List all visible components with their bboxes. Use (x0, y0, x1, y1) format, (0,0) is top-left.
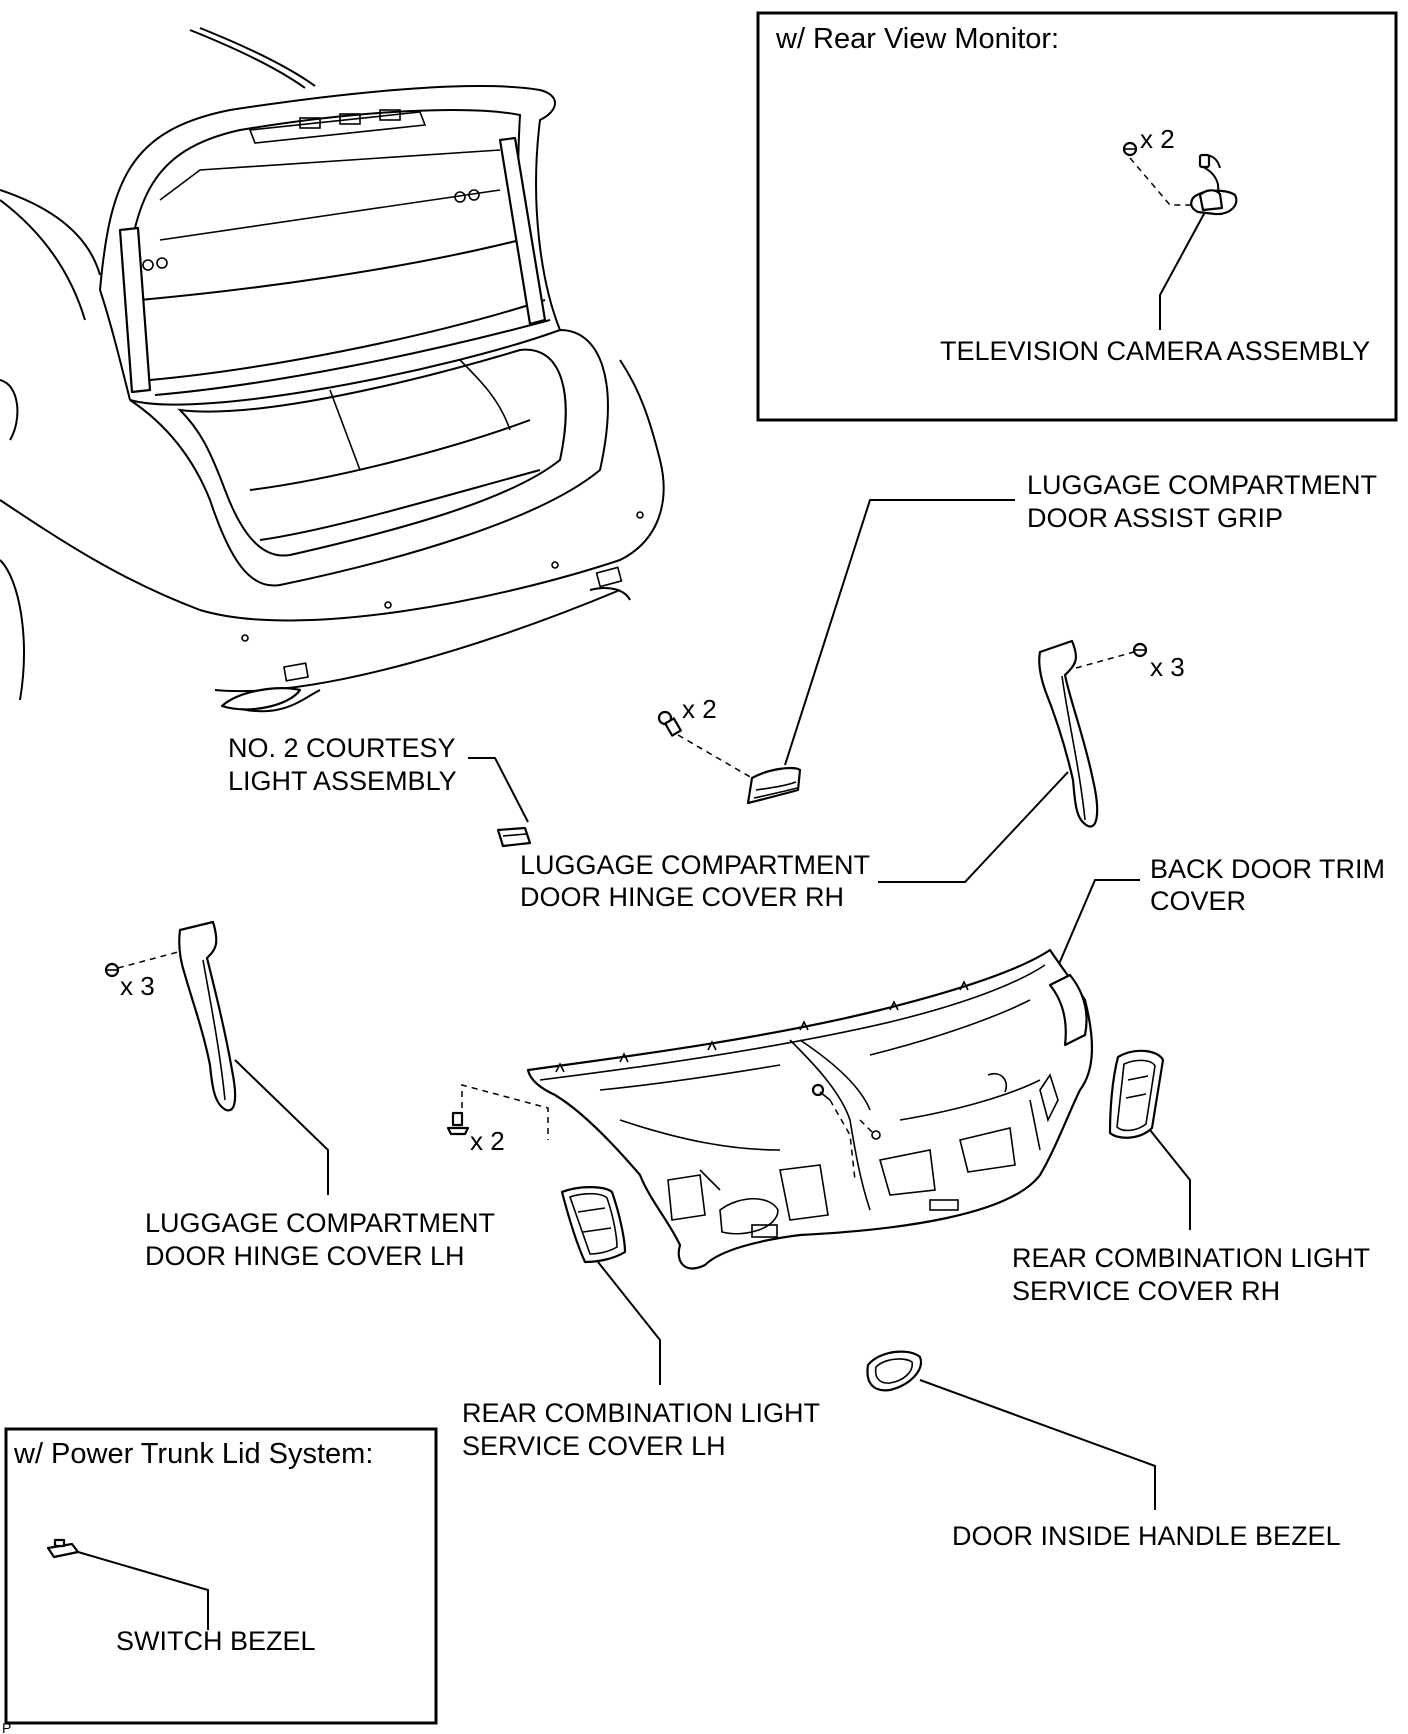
hinge-cover-lh-group: x 3 LUGGAGE COMPARTMENT DOOR HINGE COVER… (104, 920, 495, 1271)
handle-bezel-icon (866, 1350, 923, 1392)
assist-grip-label-line1: LUGGAGE COMPARTMENT (1027, 470, 1377, 500)
handle-bezel-group: DOOR INSIDE HANDLE BEZEL (866, 1350, 1341, 1551)
rcl-service-cover-lh-icon (560, 1186, 627, 1264)
rcl-service-cover-lh-group: REAR COMBINATION LIGHT SERVICE COVER LH (462, 1186, 820, 1461)
hinge-cover-rh-label-line2: DOOR HINGE COVER RH (520, 882, 844, 912)
power-trunk-title: w/ Power Trunk Lid System: (13, 1438, 373, 1470)
hinge-cover-lh-icon (178, 920, 237, 1112)
hinge-cover-rh-icon (1038, 639, 1099, 828)
power-trunk-box: w/ Power Trunk Lid System: SWITCH BEZEL (4, 1427, 438, 1725)
handle-bezel-label: DOOR INSIDE HANDLE BEZEL (952, 1521, 1341, 1551)
switch-bezel-icon (46, 1538, 80, 1559)
courtesy-light-label-line2: LIGHT ASSEMBLY (228, 766, 457, 796)
back-door-trim-label-line2: COVER (1150, 886, 1246, 916)
rcl-service-cover-rh-group: REAR COMBINATION LIGHT SERVICE COVER RH (1012, 1049, 1370, 1306)
rear-view-monitor-title: w/ Rear View Monitor: (775, 23, 1059, 55)
back-door-trim-group: BACK DOOR TRIM COVER (446, 854, 1385, 1270)
rcl-service-lh-label-line1: REAR COMBINATION LIGHT (462, 1398, 820, 1428)
television-camera-label: TELEVISION CAMERA ASSEMBLY (940, 336, 1370, 366)
corner-mark: P (2, 1720, 11, 1734)
assist-grip-group: LUGGAGE COMPARTMENT DOOR ASSIST GRIP x 2 (657, 470, 1377, 805)
back-door-trim-clip-icon (446, 1111, 470, 1136)
rcl-service-lh-label-line2: SERVICE COVER LH (462, 1431, 726, 1461)
back-door-trim-cover-icon (526, 948, 1093, 1270)
vehicle-rear-illustration (0, 27, 665, 713)
rcl-service-rh-label-line1: REAR COMBINATION LIGHT (1012, 1243, 1370, 1273)
television-camera-icon (1190, 153, 1238, 216)
courtesy-light-icon (496, 826, 532, 848)
hinge-cover-rh-clip-icon (1132, 642, 1148, 658)
hinge-cover-lh-label-line1: LUGGAGE COMPARTMENT (145, 1208, 495, 1238)
back-door-trim-label-line1: BACK DOOR TRIM (1150, 854, 1385, 884)
assist-grip-label-line2: DOOR ASSIST GRIP (1027, 503, 1283, 533)
rcl-service-rh-label-line2: SERVICE COVER RH (1012, 1276, 1280, 1306)
camera-clip-icon (1122, 141, 1138, 157)
assist-grip-icon (746, 767, 802, 805)
back-door-trim-qty: x 2 (470, 1126, 505, 1156)
switch-bezel-label: SWITCH BEZEL (116, 1626, 316, 1656)
hinge-cover-lh-qty: x 3 (120, 971, 155, 1001)
assist-grip-qty: x 2 (682, 694, 717, 724)
hinge-cover-rh-group: x 3 LUGGAGE COMPARTMENT DOOR HINGE COVER… (520, 639, 1185, 912)
hinge-cover-rh-qty: x 3 (1150, 652, 1185, 682)
hinge-cover-lh-clip-icon (104, 962, 120, 978)
courtesy-light-group: NO. 2 COURTESY LIGHT ASSEMBLY (228, 733, 532, 848)
courtesy-light-label-line1: NO. 2 COURTESY (228, 733, 456, 763)
assist-grip-bolt-icon (657, 710, 682, 737)
hinge-cover-rh-label-line1: LUGGAGE COMPARTMENT (520, 850, 870, 880)
hinge-cover-lh-label-line2: DOOR HINGE COVER LH (145, 1241, 465, 1271)
camera-clip-qty: x 2 (1140, 124, 1175, 154)
rcl-service-cover-rh-icon (1108, 1049, 1165, 1139)
rear-view-monitor-box: w/ Rear View Monitor: x 2 TELEVISION CAM… (756, 11, 1398, 422)
